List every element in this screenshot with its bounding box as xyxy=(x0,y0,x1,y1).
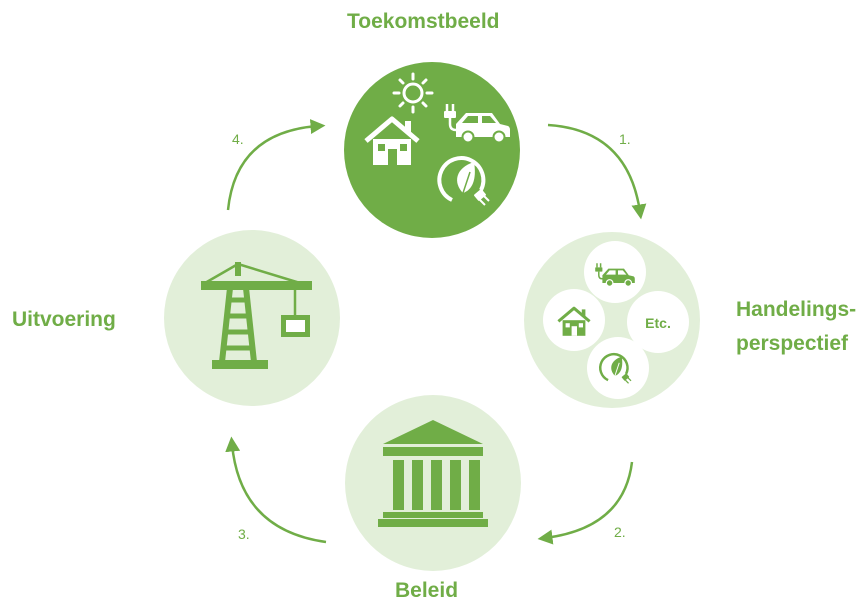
sun-icon xyxy=(392,72,434,114)
action-perspective-node: Etc. xyxy=(524,232,700,408)
crane-icon xyxy=(201,262,312,369)
arrow-1 xyxy=(547,123,647,220)
implementation-node xyxy=(164,230,340,406)
leaf-plug-icon xyxy=(599,353,632,384)
ev-car-icon xyxy=(444,104,510,144)
arrow-4 xyxy=(226,119,326,211)
arrow-3 xyxy=(225,436,327,544)
action-perspective-label-line1: Handelings- xyxy=(736,298,857,321)
bank-building-icon xyxy=(378,420,488,527)
policy-node xyxy=(345,395,521,571)
step-3-label: 3. xyxy=(238,526,250,542)
future-vision-label: Toekomstbeeld xyxy=(347,10,500,33)
house-icon xyxy=(364,116,420,165)
step-1-label: 1. xyxy=(619,131,631,147)
step-2-label: 2. xyxy=(614,524,626,540)
leaf-plug-icon xyxy=(437,156,490,206)
arrow-2 xyxy=(537,461,634,545)
implementation-label: Uitvoering xyxy=(12,308,116,331)
ev-car-icon xyxy=(595,263,635,287)
policy-label: Beleid xyxy=(395,579,459,602)
action-perspective-label-line2: perspectief xyxy=(736,332,849,355)
house-icon xyxy=(557,306,591,336)
etc-label: Etc. xyxy=(645,315,671,331)
step-4-label: 4. xyxy=(232,131,244,147)
future-vision-node xyxy=(344,62,520,238)
